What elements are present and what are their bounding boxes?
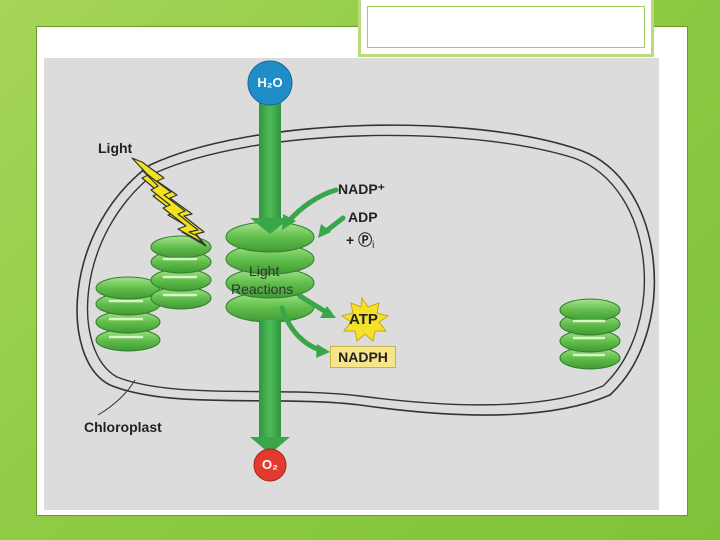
- title-placeholder-tab: [358, 0, 654, 57]
- phosphate-symbol: + Ⓟ: [346, 232, 373, 248]
- granum-stack-right: [559, 298, 621, 370]
- chloroplast-leader-line: [97, 379, 136, 416]
- atp-burst-shape: [340, 296, 390, 342]
- nadph-output-arrow: [279, 305, 330, 358]
- light-label: Light: [98, 140, 133, 156]
- water-label: H₂O: [257, 75, 283, 90]
- chloroplast-label: Chloroplast: [84, 419, 162, 435]
- adp-label: ADP: [348, 209, 378, 225]
- water-to-oxygen-arrow: [250, 98, 290, 454]
- nadph-label: NADPH: [330, 346, 396, 368]
- adp-input-arrow: [318, 215, 346, 238]
- chloroplast-outer-membrane: [76, 124, 656, 416]
- granum-stack-middle-left: [150, 235, 212, 310]
- oxygen-label: O₂: [262, 457, 278, 472]
- light-lightning-icon: [131, 157, 207, 247]
- light-reactions-label-line2: Reactions: [231, 281, 294, 297]
- nadp-input-arrow: [282, 187, 339, 230]
- light-reactions-label-line1: Light: [249, 263, 280, 279]
- chloroplast-inner-membrane: [86, 134, 646, 406]
- atp-output-arrow: [297, 293, 336, 318]
- atp-label: ATP: [349, 311, 378, 328]
- water-molecule-circle: [247, 60, 293, 106]
- phosphate-subscript: i: [372, 240, 375, 251]
- nadp-plus-label: NADP⁺: [338, 181, 386, 197]
- phosphate-label: + Ⓟi: [346, 230, 374, 251]
- oxygen-molecule-circle: [253, 448, 287, 482]
- granum-stack-center: [225, 221, 315, 323]
- granum-stack-left: [95, 276, 161, 352]
